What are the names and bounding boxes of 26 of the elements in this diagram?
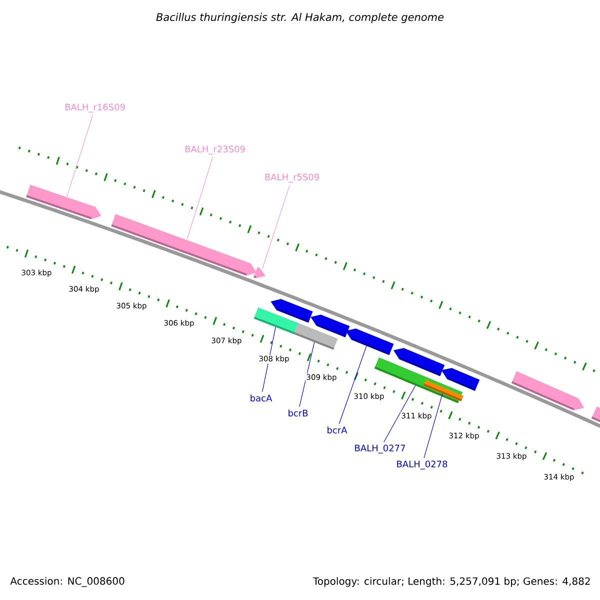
gene-block — [26, 184, 102, 220]
footer-text: Accession: NC_008600 — [10, 577, 124, 587]
gene-block — [441, 368, 480, 391]
leader-line — [186, 156, 214, 240]
gene-label: BALH_0277 — [355, 444, 405, 454]
leader-line — [262, 184, 290, 269]
gene-block — [294, 322, 338, 350]
footer-text: Topology: circular; Length: 5,257,091 bp; Genes: 4,882 — [312, 577, 590, 587]
leader-line — [338, 346, 367, 424]
leader-line — [424, 393, 443, 458]
gene-label: BALH_0278 — [397, 460, 448, 470]
gene-label: bcrA — [328, 426, 348, 434]
gene-label: bcrB — [288, 410, 308, 416]
gene-block — [254, 307, 300, 335]
leader-line — [384, 385, 416, 442]
leader-line — [66, 114, 94, 198]
gene-label: bacA — [250, 394, 272, 402]
leader-line — [299, 342, 315, 408]
gene-block — [511, 371, 584, 410]
gene-block — [346, 328, 394, 356]
gene-label: BALH_r5S09 — [265, 174, 319, 182]
gene-label: BALH_r16S09 — [65, 104, 125, 112]
title: Bacillus thuringiensis str. Al Hakam, complete genome — [156, 12, 444, 24]
gene-label: BALH_r23S09 — [185, 146, 245, 154]
gene-block — [111, 214, 257, 276]
gene-block — [254, 267, 266, 278]
